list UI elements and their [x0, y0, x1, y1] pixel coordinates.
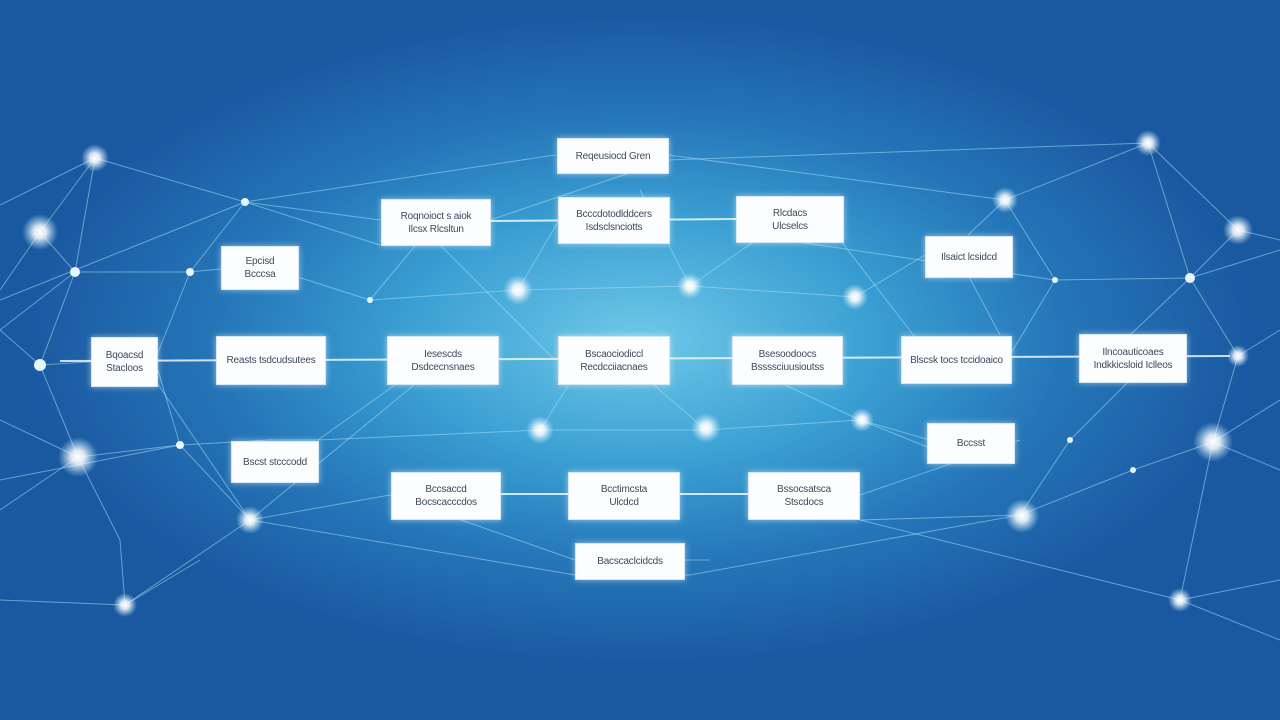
small-node — [1130, 467, 1136, 473]
diagram-box-6: Epcisd Bcccsa — [221, 246, 299, 290]
diagram-box-7: Bqoacsd Stacloos — [91, 337, 158, 387]
small-node — [176, 441, 184, 449]
diagram-box-15: Bccsaccd Bocscacccdos — [391, 472, 501, 520]
box-11-line-2: Bssssciuusioutss — [751, 361, 824, 373]
small-node — [70, 267, 80, 277]
diagram-box-3: Bcccdotodlddcers Isdsclsnciotts — [558, 197, 670, 244]
box-9-line-1: Iesescds — [424, 348, 462, 360]
box-14-line-1: Bscst stcccodd — [243, 456, 307, 468]
small-node — [1185, 273, 1195, 283]
diagram-box-11: Bsesoodoocs Bssssciuusioutss — [732, 336, 843, 385]
small-node — [1067, 437, 1073, 443]
box-2-line-1: Roqnoioct s aiok — [400, 210, 472, 222]
diagram-box-14: Bscst stcccodd — [231, 441, 319, 483]
box-6-line-1: Epcisd — [245, 256, 275, 267]
box-18-line-1: Bccsst — [956, 438, 986, 449]
glow-node — [503, 275, 533, 305]
glow-node — [677, 273, 703, 299]
box-17-line-2: Stscdocs — [784, 497, 824, 508]
box-15-line-1: Bccsaccd — [425, 484, 467, 495]
diagram-box-9: Iesescds Dsdcecnsnaes — [387, 336, 499, 385]
box-6-line-2: Bcccsa — [244, 269, 276, 280]
box-4-line-1: Rlcdacs — [772, 207, 808, 219]
diagram-box-17: Bssocsatsca Stscdocs — [748, 472, 860, 520]
diagram-box-1: Reqeusiocd Gren — [557, 138, 669, 174]
diagram-box-12: Blscsk tocs tccidoaico — [901, 336, 1012, 384]
glow-node — [1168, 588, 1192, 612]
box-11-line-1: Bsesoodoocs — [758, 348, 817, 360]
box-7-line-2: Stacloos — [106, 363, 143, 374]
diagram-box-10: Bscaociodiccl Recdcciiacnaes — [558, 336, 670, 385]
glow-node — [113, 593, 137, 617]
diagram-box-8: Reasts tsdcudsutees — [216, 336, 326, 385]
small-node — [34, 359, 46, 371]
glow-node — [526, 416, 554, 444]
glow-node — [81, 144, 109, 172]
box-10-line-2: Recdcciiacnaes — [580, 361, 648, 373]
glow-node — [58, 437, 98, 477]
glow-node — [850, 408, 874, 432]
small-node — [241, 198, 249, 206]
glow-node — [1193, 422, 1233, 462]
box-5-line-1: Ilsaict lcsidcd — [941, 251, 997, 263]
glow-node — [1227, 345, 1249, 367]
glow-node — [1223, 215, 1253, 245]
box-13-line-2: Indkkicsloid Iclleos — [1093, 359, 1173, 371]
small-node — [186, 268, 194, 276]
box-4-line-2: Ulcselcs — [772, 220, 808, 232]
box-9-line-2: Dsdcecnsnaes — [411, 361, 475, 373]
diagram-box-5: Ilsaict lcsidcd — [925, 236, 1013, 278]
glow-node — [992, 187, 1018, 213]
glow-node — [691, 413, 721, 443]
glow-node — [22, 214, 58, 250]
box-10-line-1: Bscaociodiccl — [585, 348, 643, 360]
box-8-line-1: Reasts tsdcudsutees — [226, 355, 316, 366]
box-17-line-1: Bssocsatsca — [777, 484, 831, 495]
glow-node — [236, 506, 264, 534]
box-16-line-1: Bcctimcsta — [600, 484, 648, 495]
small-node — [367, 297, 373, 303]
box-13-line-1: Ilncoauticoaes — [1102, 346, 1164, 358]
diagram-box-19: Bacscaclcidcds — [575, 543, 685, 580]
box-16-line-2: Ulcdcd — [609, 497, 639, 508]
box-15-line-2: Bocscacccdos — [415, 497, 477, 508]
diagram-box-16: Bcctimcsta Ulcdcd — [568, 472, 680, 520]
glow-nodes — [22, 130, 1253, 617]
box-19-line-1: Bacscaclcidcds — [597, 556, 663, 567]
diagram-box-13: Ilncoauticoaes Indkkicsloid Iclleos — [1079, 334, 1187, 383]
glow-node — [1135, 130, 1161, 156]
small-node — [1052, 277, 1058, 283]
glow-node — [842, 284, 868, 310]
box-3-line-2: Isdsclsnciotts — [585, 221, 643, 233]
box-2-line-2: Ilcsx Rlcsltun — [408, 223, 464, 235]
box-1-line-1: Reqeusiocd Gren — [575, 150, 651, 162]
diagram-box-2: Roqnoioct s aiok Ilcsx Rlcsltun — [381, 199, 491, 246]
small-nodes — [34, 198, 1195, 473]
diagram-box-4: Rlcdacs Ulcselcs — [736, 196, 844, 243]
box-3-line-1: Bcccdotodlddcers — [576, 208, 652, 220]
diagram-box-18: Bccsst — [927, 423, 1015, 464]
box-7-line-1: Bqoacsd — [105, 350, 144, 361]
box-12-line-1: Blscsk tocs tccidoaico — [910, 354, 1003, 366]
glow-node — [1005, 499, 1039, 533]
